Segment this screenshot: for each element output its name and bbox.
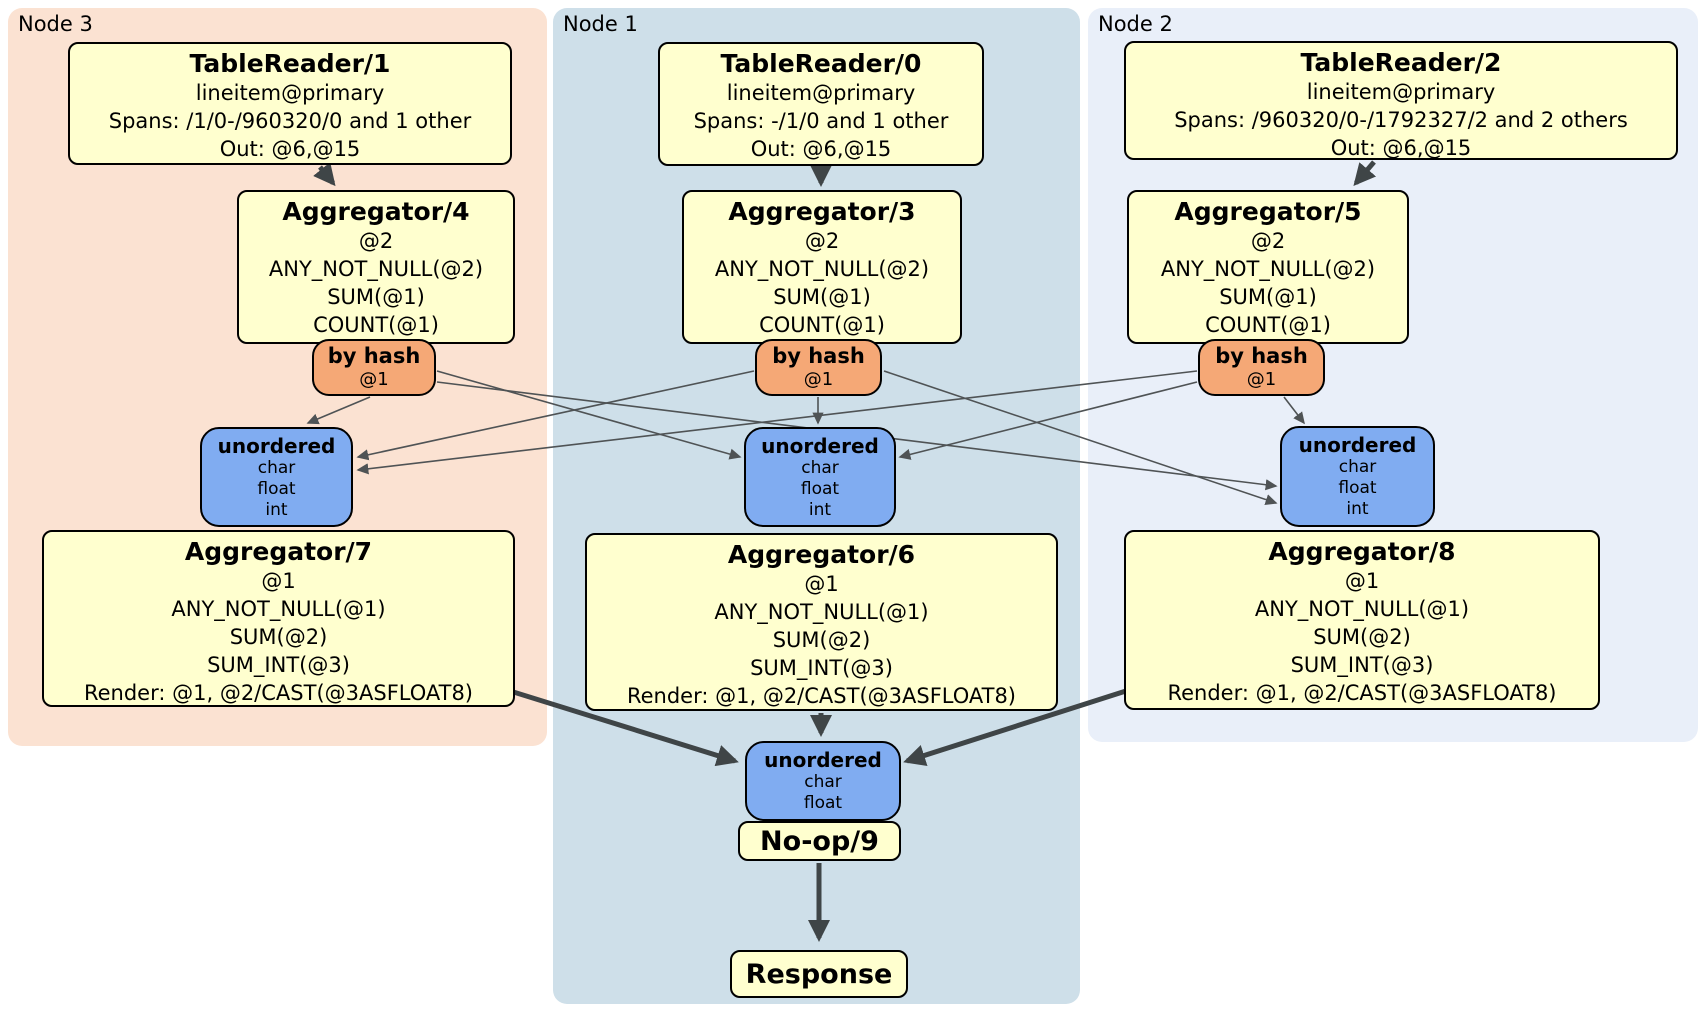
processor-aggregator-3: Aggregator/3 @2 ANY_NOT_NULL(@2) SUM(@1)… bbox=[682, 190, 962, 344]
router-by-hash-node1: by hash @1 bbox=[755, 339, 882, 396]
processor-title: Aggregator/6 bbox=[727, 540, 916, 569]
processor-title: TableReader/2 bbox=[1300, 48, 1502, 77]
processor-aggregator-4: Aggregator/4 @2 ANY_NOT_NULL(@2) SUM(@1)… bbox=[237, 190, 515, 344]
processor-title: TableReader/0 bbox=[720, 49, 922, 78]
processor-aggregator-5: Aggregator/5 @2 ANY_NOT_NULL(@2) SUM(@1)… bbox=[1127, 190, 1409, 344]
node-label: Node 1 bbox=[563, 12, 638, 36]
node-label: Node 2 bbox=[1098, 12, 1173, 36]
processor-tablereader-0: TableReader/0 lineitem@primary Spans: -/… bbox=[658, 42, 984, 166]
sync-unordered-node2: unordered char float int bbox=[1280, 426, 1435, 527]
router-by-hash-node2: by hash @1 bbox=[1198, 339, 1325, 396]
sync-unordered-node1: unordered char float int bbox=[744, 427, 896, 527]
processor-aggregator-8: Aggregator/8 @1 ANY_NOT_NULL(@1) SUM(@2)… bbox=[1124, 530, 1600, 710]
processor-title: Aggregator/8 bbox=[1268, 537, 1456, 566]
router-by-hash-node3: by hash @1 bbox=[312, 339, 436, 396]
node-label: Node 3 bbox=[18, 12, 93, 36]
processor-title: Aggregator/7 bbox=[184, 537, 373, 566]
processor-aggregator-7: Aggregator/7 @1 ANY_NOT_NULL(@1) SUM(@2)… bbox=[42, 530, 515, 707]
sync-unordered-final: unordered char float bbox=[745, 741, 901, 821]
processor-noop-9: No-op/9 bbox=[738, 821, 901, 861]
processor-title: Aggregator/4 bbox=[282, 197, 470, 226]
processor-response: Response bbox=[730, 950, 908, 998]
processor-aggregator-6: Aggregator/6 @1 ANY_NOT_NULL(@1) SUM(@2)… bbox=[585, 533, 1058, 711]
processor-title: Aggregator/3 bbox=[728, 197, 916, 226]
processor-title: TableReader/1 bbox=[189, 49, 391, 78]
processor-title: Aggregator/5 bbox=[1174, 197, 1362, 226]
sync-unordered-node3: unordered char float int bbox=[200, 427, 353, 527]
processor-tablereader-1: TableReader/1 lineitem@primary Spans: /1… bbox=[68, 42, 512, 165]
processor-tablereader-2: TableReader/2 lineitem@primary Spans: /9… bbox=[1124, 41, 1678, 160]
